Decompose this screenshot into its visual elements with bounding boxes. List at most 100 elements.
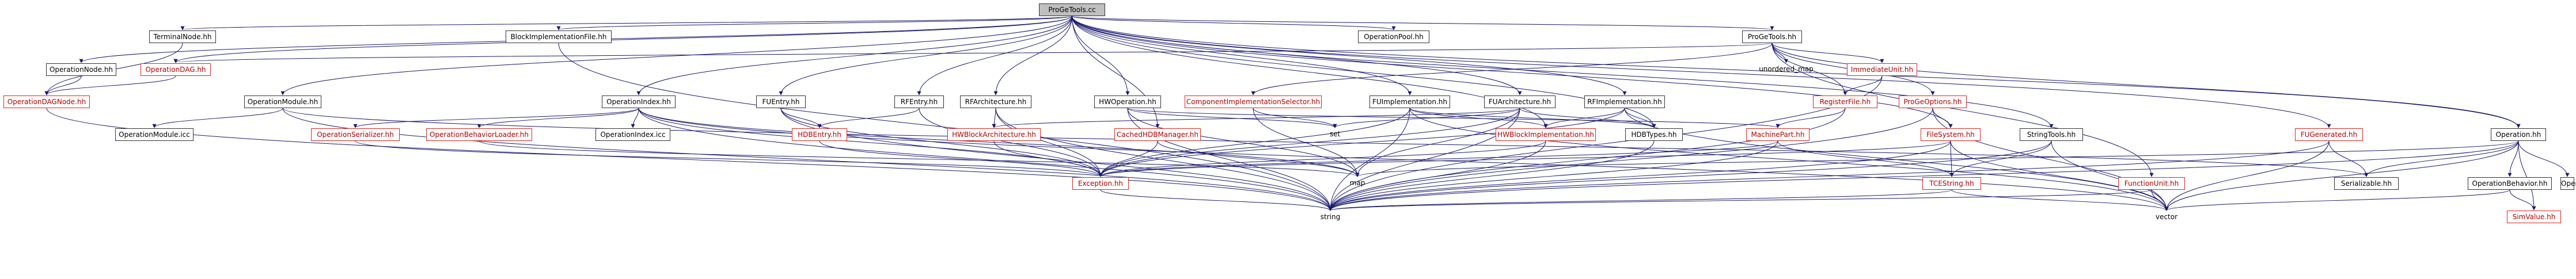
edge-stringtools-hh-to-tcestring-hh bbox=[1949, 140, 2052, 177]
edge-blockimplementationfile-hh-to-string bbox=[558, 43, 1333, 211]
node-serializable-hh[interactable]: Serializable.hh bbox=[2334, 177, 2399, 190]
edge-progetools-hh-to-functionunit-hh bbox=[1771, 43, 2154, 177]
edge-rfarchitecture-hh-to-string bbox=[995, 108, 1333, 211]
edge-rfentry-hh-to-exception-hh bbox=[919, 108, 1103, 177]
node-hwoperation-hh[interactable]: HWOperation.hh bbox=[1094, 95, 1161, 108]
edge-hdbentry-hh-to-exception-hh bbox=[819, 140, 1103, 177]
node-immediateunit-hh[interactable]: ImmediateUnit.hh bbox=[1847, 63, 1917, 76]
node-componentimplementationselector-hh[interactable]: ComponentImplementationSelector.hh bbox=[1185, 95, 1322, 108]
edge-progetools-hh-to-operationdag-hh bbox=[174, 43, 1773, 63]
edge-progetools-cc-to-fuentry-hh bbox=[779, 16, 1072, 95]
edge-operation-hh-to-map bbox=[1355, 140, 2519, 177]
edge-progetools-cc-to-operationdag-hh bbox=[173, 16, 1072, 63]
edge-progetools-cc-to-progetools-hh bbox=[1072, 16, 1774, 30]
edge-progetools-cc-to-operation-hh bbox=[1072, 16, 2521, 128]
node-rfarchitecture-hh[interactable]: RFArchitecture.hh bbox=[960, 95, 1031, 108]
edge-progetools-hh-to-componentimplementationselector-hh bbox=[1251, 43, 1773, 95]
node-fuimplementation-hh[interactable]: FUImplementation.hh bbox=[1369, 95, 1450, 108]
node-operationpool-hh[interactable]: OperationPool.hh bbox=[1358, 30, 1429, 43]
edge-progetools-cc-to-hwoperation-hh bbox=[1072, 16, 1130, 95]
node-string: string bbox=[1320, 213, 1341, 221]
edge-componentimplementationselector-hh-to-set bbox=[1253, 108, 1337, 128]
edge-fuarchitecture-hh-to-set bbox=[1333, 108, 1520, 128]
edge-progeoptions-hh-to-vector bbox=[1932, 108, 2169, 211]
node-blockimplementationfile-hh[interactable]: BlockImplementationFile.hh bbox=[506, 30, 612, 43]
node-rfentry-hh[interactable]: RFEntry.hh bbox=[894, 95, 944, 108]
edge-fuarchitecture-hh-to-exception-hh bbox=[1098, 108, 1520, 177]
node-simvalue-hh[interactable]: SimValue.hh bbox=[2507, 211, 2561, 223]
node-operationindex-icc[interactable]: OperationIndex.icc bbox=[595, 128, 670, 141]
node-rfimplementation-hh[interactable]: RFImplementation.hh bbox=[1584, 95, 1665, 108]
node-operationdagnode-hh[interactable]: OperationDAGNode.hh bbox=[3, 95, 90, 108]
edge-progetools-cc-to-fuimplementation-hh bbox=[1072, 16, 1412, 95]
node-progetools-cc[interactable]: ProGeTools.cc bbox=[1039, 3, 1105, 16]
edge-progetools-hh-to-operation-hh bbox=[1771, 43, 2521, 128]
node-progetools-hh[interactable]: ProGeTools.hh bbox=[1742, 30, 1802, 43]
edge-hwoperation-hh-to-string bbox=[1127, 108, 1333, 211]
edge-fuimplementation-hh-to-string bbox=[1328, 108, 1410, 211]
edge-progetools-cc-to-rfentry-hh bbox=[917, 16, 1072, 95]
node-tcestring-hh[interactable]: TCEString.hh bbox=[1922, 177, 1981, 190]
node-hdbtypes-hh[interactable]: HDBTypes.hh bbox=[1625, 128, 1683, 141]
edge-progetools-hh-to-unordered-map bbox=[1771, 43, 1788, 63]
node-filesystem-hh[interactable]: FileSystem.hh bbox=[1921, 128, 1981, 141]
edge-fuentry-hh-to-hdbentry-hh bbox=[780, 108, 822, 128]
node-operationnode-hh[interactable]: OperationNode.hh bbox=[46, 63, 116, 76]
edge-functionunit-hh-to-vector bbox=[2151, 189, 2169, 211]
node-operationbehavior-hh[interactable]: OperationBehavior.hh bbox=[2468, 177, 2552, 190]
edge-filesystem-hh-to-vector bbox=[1950, 140, 2169, 211]
edge-rfarchitecture-hh-to-hwblockarchitecture-hh bbox=[992, 108, 996, 128]
node-terminalnode-hh[interactable]: TerminalNode.hh bbox=[149, 30, 216, 43]
edge-progetools-cc-to-rfimplementation-hh bbox=[1072, 16, 1627, 95]
edge-progeoptions-hh-to-filesystem-hh bbox=[1932, 108, 1953, 128]
node-operationindex-hh[interactable]: OperationIndex.hh bbox=[602, 95, 676, 108]
node-fuarchitecture-hh[interactable]: FUArchitecture.hh bbox=[1484, 95, 1556, 108]
edge-rfimplementation-hh-to-exception-hh bbox=[1098, 108, 1625, 177]
node-stringtools-hh[interactable]: StringTools.hh bbox=[2020, 128, 2083, 141]
edge-rfentry-hh-to-hdbentry-hh bbox=[817, 108, 920, 128]
edge-registerfile-hh-to-machinepart-hh bbox=[1775, 108, 1846, 128]
edge-exception-hh-to-string bbox=[1100, 189, 1333, 211]
node-hwblockarchitecture-hh[interactable]: HWBlockArchitecture.hh bbox=[947, 128, 1041, 141]
node-operation-hh[interactable]: Operation.hh bbox=[2491, 128, 2546, 141]
edge-hwoperation-hh-to-machinepart-hh bbox=[1127, 108, 1780, 128]
node-set: set bbox=[1329, 130, 1341, 138]
edge-hwblockarchitecture-hh-to-exception-hh bbox=[993, 140, 1103, 177]
node-hdbentry-hh[interactable]: HDBEntry.hh bbox=[792, 128, 847, 141]
node-machinepart-hh[interactable]: MachinePart.hh bbox=[1746, 128, 1809, 141]
edge-immediateunit-hh-to-registerfile-hh bbox=[1843, 75, 1883, 95]
node-progeoptions-hh[interactable]: ProGeOptions.hh bbox=[1899, 95, 1967, 108]
node-operation-icc[interactable]: Operation.icc bbox=[2560, 177, 2576, 190]
edge-operationbehavior-hh-to-simvalue-hh bbox=[2509, 189, 2536, 211]
edge-fuimplementation-hh-to-hdbtypes-hh bbox=[1409, 108, 1656, 128]
edge-progetools-cc-to-terminalnode-hh bbox=[181, 16, 1072, 30]
edge-cachedhdbmanager-hh-to-map bbox=[1157, 140, 1360, 177]
edge-rfimplementation-hh-to-vector bbox=[1624, 108, 2169, 211]
node-operationserializer-hh[interactable]: OperationSerializer.hh bbox=[311, 128, 400, 141]
edge-tcestring-hh-to-vector bbox=[1951, 189, 2169, 211]
edge-fugenerated-hh-to-vector bbox=[2164, 140, 2330, 211]
edge-fuentry-hh-to-exception-hh bbox=[780, 108, 1103, 177]
edge-progetools-cc-to-filesystem-hh bbox=[1072, 16, 1953, 128]
node-fugenerated-hh[interactable]: FUGenerated.hh bbox=[2295, 128, 2363, 141]
node-hwblockimplementation-hh[interactable]: HWBlockImplementation.hh bbox=[1496, 128, 1596, 141]
edge-machinepart-hh-to-exception-hh bbox=[1098, 140, 1778, 177]
node-operationmodule-icc[interactable]: OperationModule.icc bbox=[115, 128, 194, 141]
edge-tcestring-hh-to-string bbox=[1328, 189, 1952, 211]
edge-fuimplementation-hh-to-vector bbox=[1409, 108, 2169, 211]
node-exception-hh[interactable]: Exception.hh bbox=[1072, 177, 1129, 190]
node-registerfile-hh[interactable]: RegisterFile.hh bbox=[1813, 95, 1877, 108]
edge-operationmodule-hh-to-operationmodule-icc bbox=[152, 108, 283, 128]
edge-progetools-cc-to-stringtools-hh bbox=[1072, 16, 2054, 128]
edge-operation-hh-to-operationbehavior-hh bbox=[2507, 140, 2519, 177]
edge-hdbtypes-hh-to-string bbox=[1328, 140, 1655, 211]
node-fuentry-hh[interactable]: FUEntry.hh bbox=[756, 95, 806, 108]
edge-hwblockimplementation-hh-to-string bbox=[1328, 140, 1546, 211]
node-functionunit-hh[interactable]: FunctionUnit.hh bbox=[2118, 177, 2185, 190]
node-operationdag-hh[interactable]: OperationDAG.hh bbox=[141, 63, 211, 76]
node-operationmodule-hh[interactable]: OperationModule.hh bbox=[244, 95, 321, 108]
node-operationbehaviorloader-hh[interactable]: OperationBehaviorLoader.hh bbox=[426, 128, 532, 141]
node-cachedhdbmanager-hh[interactable]: CachedHDBManager.hh bbox=[1114, 128, 1201, 141]
edge-operationindex-hh-to-string bbox=[638, 108, 1333, 211]
